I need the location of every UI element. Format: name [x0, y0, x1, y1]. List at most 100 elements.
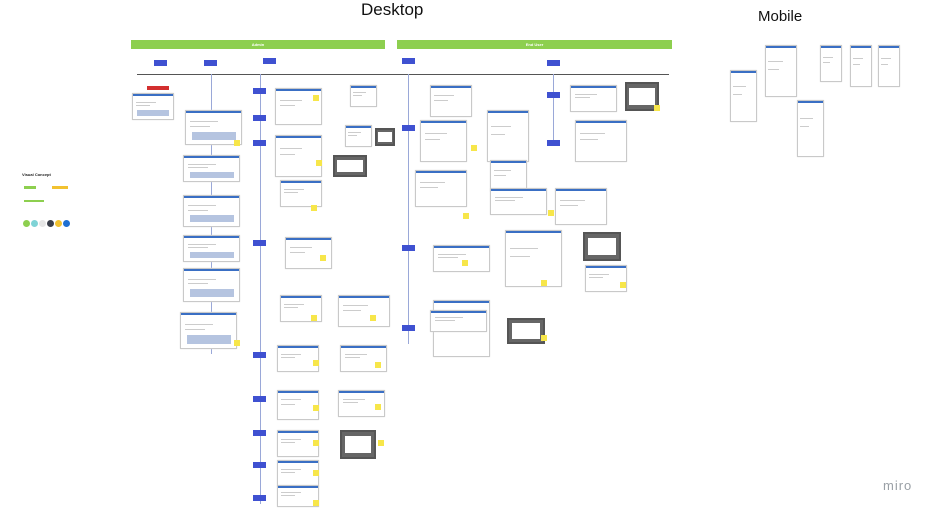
modal-screen[interactable] [340, 430, 376, 459]
sticky-note[interactable] [548, 210, 554, 216]
sticky-note[interactable] [462, 260, 468, 266]
step-box[interactable] [547, 92, 560, 98]
step-box[interactable] [253, 495, 266, 501]
wireframe-screen[interactable] [275, 88, 322, 125]
wireframe-screen[interactable] [505, 230, 562, 287]
step-box[interactable] [263, 58, 276, 64]
text-line [580, 133, 605, 134]
wireframe-screen[interactable] [340, 345, 387, 372]
wireframe-screen[interactable] [415, 170, 467, 207]
modal-screen[interactable] [625, 82, 659, 111]
step-box[interactable] [547, 60, 560, 66]
wireframe-screen[interactable] [277, 390, 319, 420]
step-box[interactable] [402, 58, 415, 64]
text-line [435, 317, 463, 318]
wireframe-screen[interactable] [183, 268, 240, 302]
sticky-note[interactable] [313, 470, 319, 476]
sticky-note[interactable] [311, 315, 317, 321]
step-box[interactable] [253, 462, 266, 468]
step-box[interactable] [253, 430, 266, 436]
sticky-note[interactable] [620, 282, 626, 288]
screen-header [434, 246, 489, 248]
wireframe-screen[interactable] [275, 135, 322, 177]
wireframe-screen[interactable] [183, 155, 240, 182]
screen-header [421, 121, 466, 123]
sticky-note[interactable] [316, 160, 322, 166]
sticky-note[interactable] [654, 105, 660, 111]
step-box[interactable] [204, 60, 217, 66]
sticky-note[interactable] [378, 440, 384, 446]
step-box[interactable] [402, 325, 415, 331]
sticky-note[interactable] [313, 440, 319, 446]
wireframe-screen[interactable] [820, 45, 842, 82]
wireframe-screen[interactable] [280, 180, 322, 207]
wireframe-screen[interactable] [277, 345, 319, 372]
sticky-note[interactable] [463, 213, 469, 219]
wireframe-screen[interactable] [350, 85, 377, 107]
sticky-note[interactable] [541, 280, 547, 286]
modal-screen[interactable] [333, 155, 367, 177]
sticky-note[interactable] [375, 362, 381, 368]
step-box[interactable] [253, 352, 266, 358]
text-line [342, 398, 366, 400]
sticky-note[interactable] [471, 145, 477, 151]
wireframe-screen[interactable] [850, 45, 872, 87]
wireframe-screen[interactable] [285, 237, 332, 269]
wireframe-screen[interactable] [132, 93, 174, 120]
sticky-note[interactable] [234, 140, 240, 146]
sticky-note[interactable] [313, 405, 319, 411]
wireframe-screen[interactable] [575, 120, 627, 162]
wireframe-screen[interactable] [765, 45, 797, 97]
sticky-note[interactable] [375, 404, 381, 410]
wireframe-screen[interactable] [430, 310, 487, 332]
text-line [281, 438, 302, 440]
sticky-note[interactable] [234, 340, 240, 346]
sticky-note[interactable] [311, 205, 317, 211]
sticky-note[interactable] [313, 360, 319, 366]
step-box[interactable] [253, 88, 266, 94]
step-box[interactable] [402, 245, 415, 251]
step-box[interactable] [253, 396, 266, 402]
text-line [279, 148, 303, 149]
step-box[interactable] [253, 115, 266, 121]
text-line [880, 58, 891, 59]
sticky-note[interactable] [541, 335, 547, 341]
wireframe-screen[interactable] [487, 110, 529, 162]
step-box[interactable] [154, 60, 167, 66]
wireframe-screen[interactable] [878, 45, 900, 87]
text-line [495, 196, 523, 198]
wireframe-screen[interactable] [490, 188, 547, 215]
text-line [435, 320, 455, 321]
wireframe-screen[interactable] [180, 312, 237, 349]
wireframe-screen[interactable] [185, 110, 242, 145]
step-box[interactable] [402, 125, 415, 131]
wireframe-screen[interactable] [338, 295, 390, 327]
wireframe-screen[interactable] [277, 460, 319, 487]
wireframe-screen[interactable] [420, 120, 467, 162]
step-box[interactable] [253, 140, 266, 146]
wireframe-screen[interactable] [430, 85, 472, 117]
wireframe-screen[interactable] [730, 70, 757, 122]
step-box[interactable] [253, 240, 266, 246]
sticky-note[interactable] [313, 500, 319, 506]
step-box[interactable] [547, 140, 560, 146]
sticky-note[interactable] [313, 95, 319, 101]
sticky-note[interactable] [370, 315, 376, 321]
wireframe-screen[interactable] [797, 100, 824, 157]
text-line [733, 86, 746, 87]
modal-screen[interactable] [507, 318, 545, 344]
wireframe-screen[interactable] [345, 125, 372, 147]
wireframe-screen[interactable] [570, 85, 617, 112]
text-line [420, 186, 438, 188]
wireframe-screen[interactable] [277, 485, 319, 507]
modal-screen[interactable] [375, 128, 395, 146]
wireframe-screen[interactable] [183, 195, 240, 227]
sticky-note[interactable] [320, 255, 326, 261]
wireframe-screen[interactable] [433, 245, 490, 272]
flow-line [408, 74, 409, 344]
text-line [284, 188, 305, 190]
wireframe-screen[interactable] [555, 188, 607, 225]
wireframe-screen[interactable] [338, 390, 385, 417]
wireframe-screen[interactable] [183, 235, 240, 262]
modal-screen[interactable] [583, 232, 621, 261]
